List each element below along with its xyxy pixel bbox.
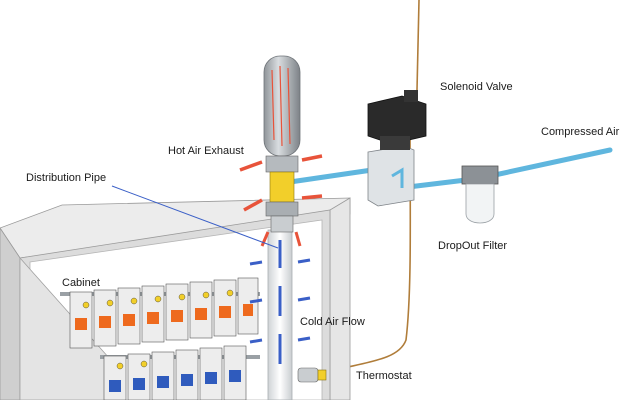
hot-air-arrows [239,154,323,247]
label-compressed-air: Compressed Air [541,126,620,138]
cold-air-arrow [249,296,311,304]
circuit-breaker-icon [213,279,237,337]
hot-air-arrow [294,231,302,247]
circuit-breaker-icon [237,277,259,335]
label-cabinet: Cabinet [62,277,100,289]
circuit-breaker-icon [93,289,117,347]
cold-air-arrow [249,336,311,344]
label-dropout-filter: DropOut Filter [438,240,508,252]
circuit-breaker-icon [141,285,165,343]
distribution-pipe-leader [111,185,279,249]
vortex-tube-icon [263,55,301,233]
circuit-breaker-icon [223,345,247,400]
circuit-breaker-icon [117,287,141,345]
label-solenoid-valve: Solenoid Valve [440,81,513,93]
circuit-breaker-icon [103,355,127,400]
circuit-breaker-icon [69,291,93,349]
solenoid-valve-icon [367,90,427,207]
compressed-air-line [287,147,613,191]
circuit-breaker-icon [151,351,175,400]
label-cold-air-flow: Cold Air Flow [300,316,365,328]
hot-air-arrow [301,194,323,200]
hot-air-arrow [239,160,263,172]
label-thermostat: Thermostat [356,370,412,382]
circuit-breaker-icon [165,283,189,341]
breaker-row-upper [69,277,259,349]
solenoid-power-wire [416,0,420,91]
hot-air-arrow [243,198,263,212]
label-hot-air-exhaust: Hot Air Exhaust [168,145,244,157]
cold-air-arrow [249,258,311,266]
cold-air-arrows [249,240,311,364]
label-distribution-pipe: Distribution Pipe [26,172,107,184]
hot-air-arrow [301,154,323,162]
breaker-row-lower [103,345,247,400]
circuit-breaker-icon [175,349,199,400]
hot-air-arrow [260,231,270,247]
circuit-breaker-icon [189,281,213,339]
dropout-filter-icon [461,165,499,224]
thermostat-icon [297,367,327,383]
circuit-breaker-icon [199,347,223,400]
circuit-breaker-icon [127,353,151,400]
